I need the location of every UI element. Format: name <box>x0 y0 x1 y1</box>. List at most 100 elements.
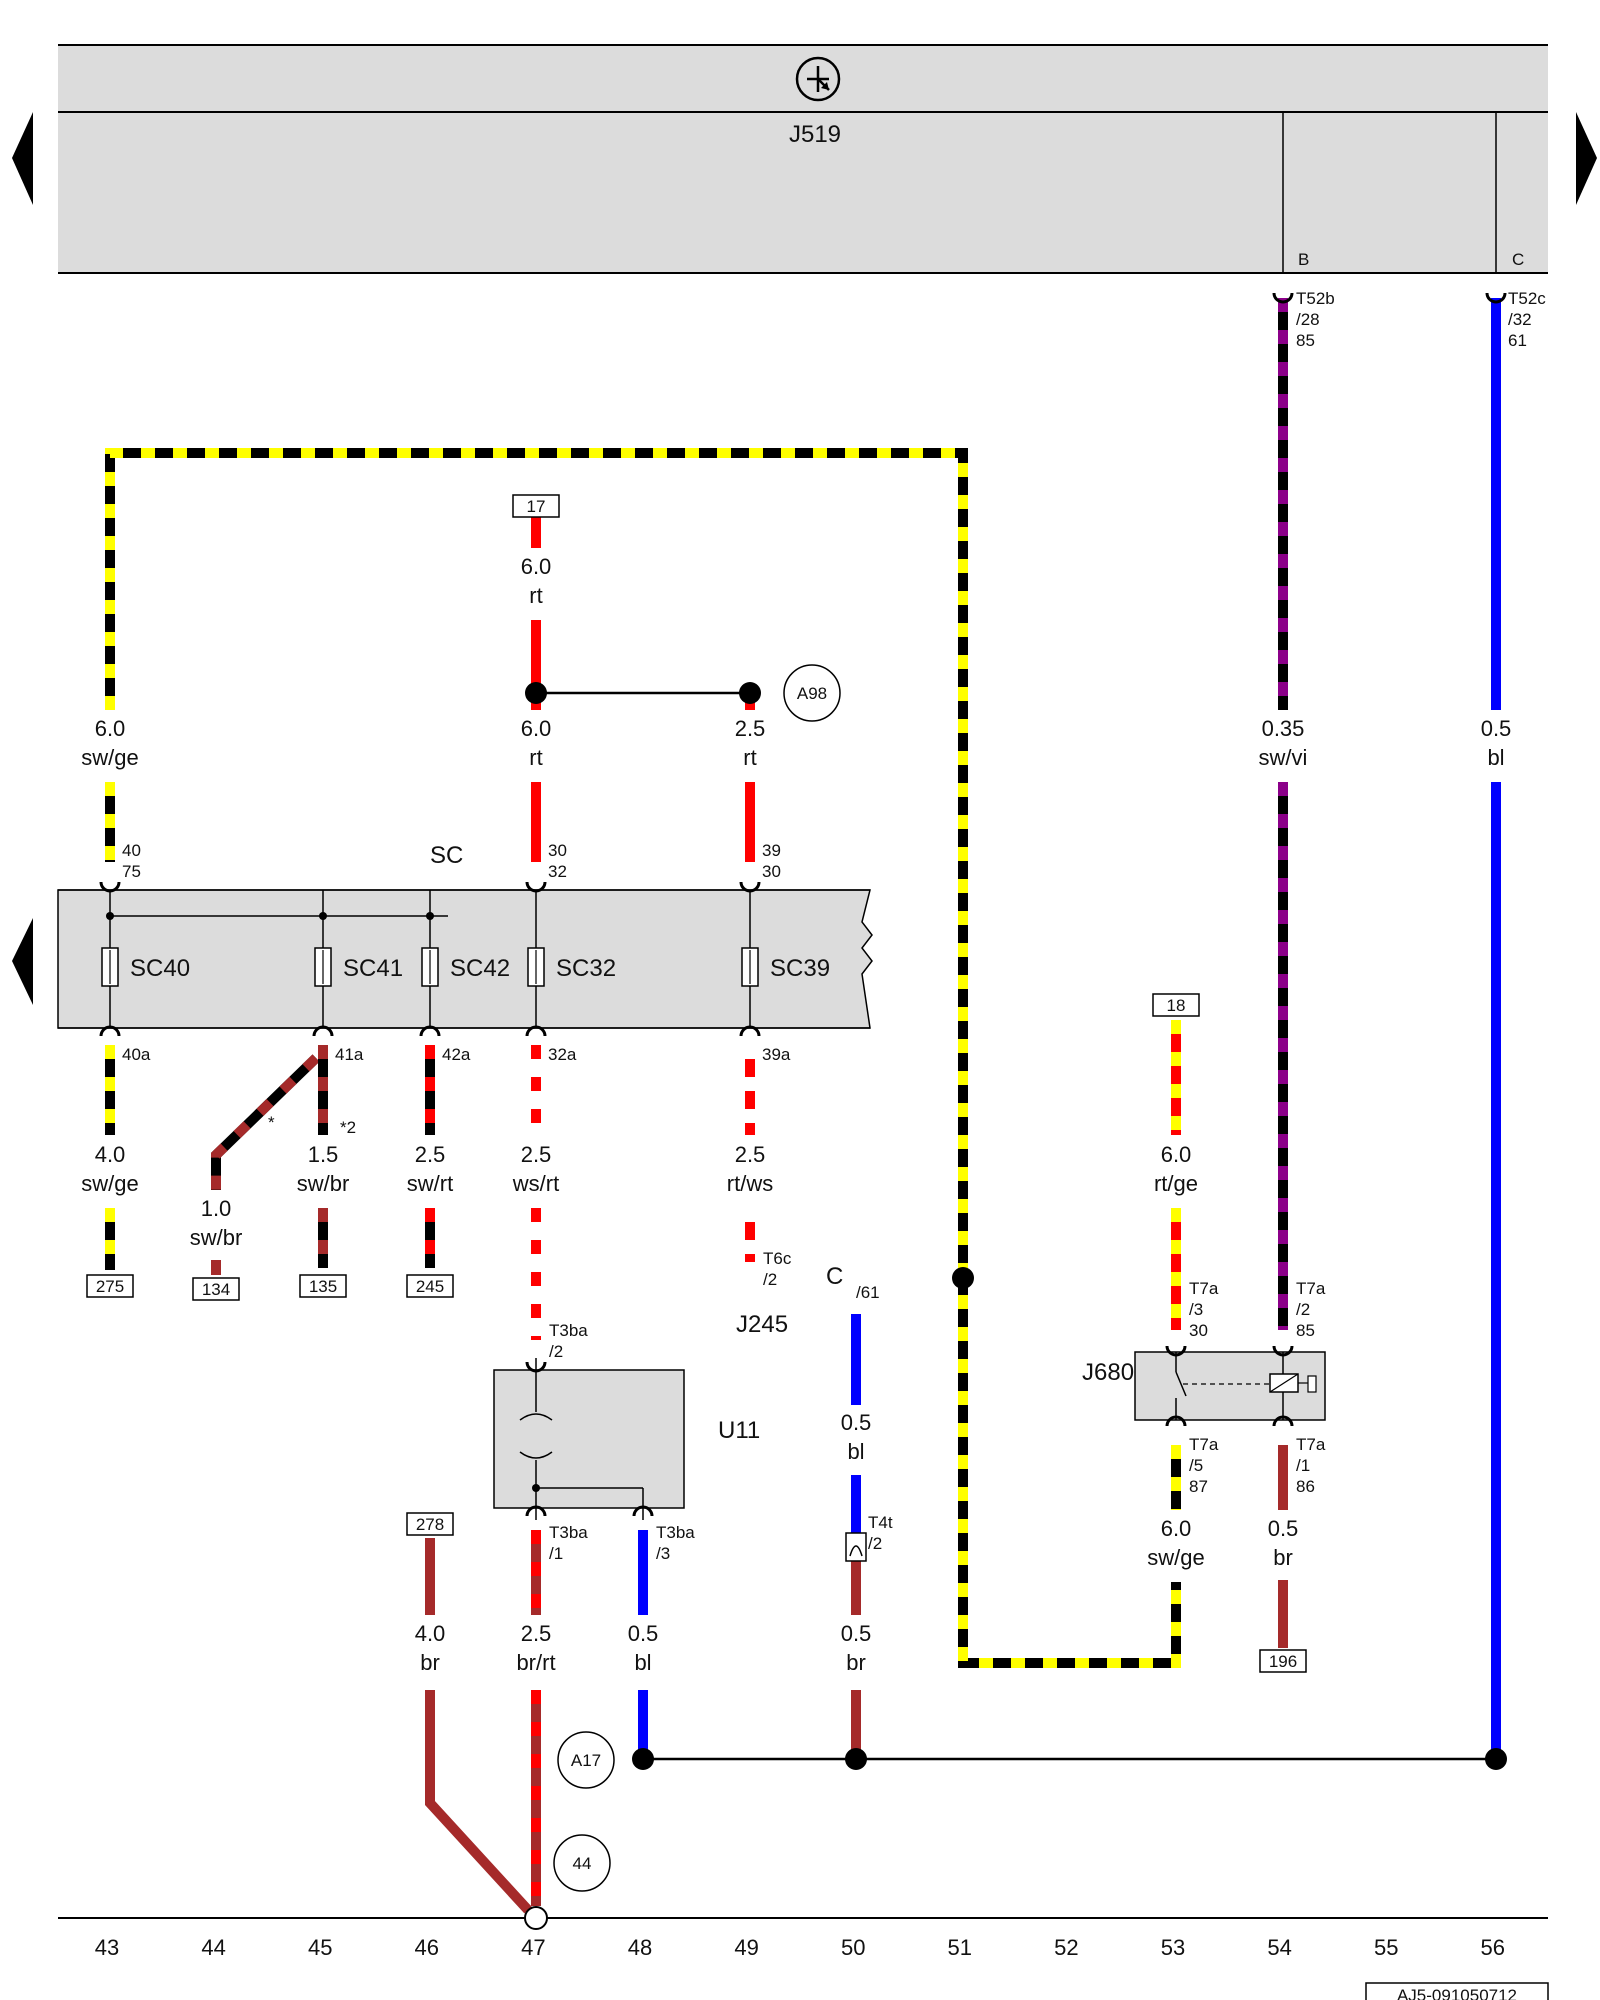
fuse-sc40: SC40 <box>101 890 190 1028</box>
junction-dot <box>525 682 547 704</box>
svg-text:30: 30 <box>1189 1321 1208 1340</box>
terminal-icon <box>1485 292 1507 304</box>
terminal-icon <box>525 1505 547 1517</box>
j245-label: J245 <box>736 1311 788 1338</box>
junction-dot <box>1485 1748 1507 1770</box>
j519-label: J519 <box>789 121 841 148</box>
svg-text:86: 86 <box>1296 1477 1315 1496</box>
svg-text:42a: 42a <box>442 1045 471 1064</box>
fuse-output-terminal: 32a <box>548 1045 577 1064</box>
svg-text:/1: /1 <box>1296 1456 1310 1475</box>
wire-color: sw/ge <box>1147 1545 1204 1570</box>
wire-gauge: 0.35 <box>1262 716 1305 741</box>
wire-gauge: 0.5 <box>1481 716 1512 741</box>
page-ref-box_18[interactable]: 18 <box>1152 993 1200 1017</box>
svg-text:39: 39 <box>762 841 781 860</box>
connector-t7a-1: T7a/1 86 <box>1296 1435 1326 1496</box>
fuse-box-label: SC <box>430 842 463 869</box>
j519-pin-b: B <box>1298 250 1309 269</box>
wire-gauge: 0.5 <box>841 1410 872 1435</box>
column-number: 46 <box>415 1935 439 1960</box>
svg-text:40a: 40a <box>122 1045 151 1064</box>
junction-dot <box>632 1748 654 1770</box>
connector-t7a-2: T7a/285 <box>1296 1279 1326 1340</box>
svg-text:T7a: T7a <box>1296 1435 1326 1454</box>
wire-gauge: 2.5 <box>735 1142 766 1167</box>
wire-label-w_41a_b: 1.5sw/br <box>297 1142 350 1196</box>
wire-color: rt/ge <box>1154 1171 1198 1196</box>
terminal-icon <box>1272 1415 1294 1427</box>
page-ref-box_196[interactable]: 196 <box>1259 1649 1307 1673</box>
column-number: 43 <box>95 1935 119 1960</box>
previous-page-arrow[interactable] <box>12 112 33 205</box>
svg-text:T3ba: T3ba <box>656 1523 695 1542</box>
wire-gauge: 4.0 <box>95 1142 126 1167</box>
wire-color: br/rt <box>516 1650 555 1675</box>
wire-swge-loop <box>105 448 1181 1668</box>
svg-text:278: 278 <box>416 1515 444 1534</box>
svg-text:135: 135 <box>309 1277 337 1296</box>
terminal-icon <box>1165 1415 1187 1427</box>
svg-text:T7a: T7a <box>1296 1279 1326 1298</box>
connector-t6c: T6c/2 <box>763 1249 792 1289</box>
wire-gauge: 6.0 <box>1161 1516 1192 1541</box>
svg-text:39a: 39a <box>762 1045 791 1064</box>
fuse-sc42: SC42 <box>421 890 510 1028</box>
page-ref-box_135[interactable]: 135 <box>299 1274 347 1298</box>
terminal-icon <box>632 1505 654 1517</box>
wire-gauge: 2.5 <box>521 1621 552 1646</box>
wire-label-w_rt_main: 6.0rt <box>521 716 552 770</box>
wire-gauge: 2.5 <box>735 716 766 741</box>
fuse-output-terminal: 39a <box>762 1045 791 1064</box>
wire-color: sw/vi <box>1259 745 1308 770</box>
column-number: 45 <box>308 1935 332 1960</box>
fusebox-continued-arrow[interactable] <box>12 918 33 1005</box>
page-ref-box_275[interactable]: 275 <box>86 1274 134 1298</box>
svg-text:/1: /1 <box>549 1544 563 1563</box>
wire-gauge: 6.0 <box>521 554 552 579</box>
svg-text:T7a: T7a <box>1189 1279 1219 1298</box>
junction-dot <box>739 682 761 704</box>
svg-text:41a: 41a <box>335 1045 364 1064</box>
ground-point-a17: A17 <box>557 1731 615 1789</box>
page-ref-box_245[interactable]: 245 <box>406 1274 454 1298</box>
column-number: 53 <box>1161 1935 1185 1960</box>
fuse-sc41: SC41 <box>314 890 403 1028</box>
wire-color: sw/br <box>297 1171 350 1196</box>
wire-label-w_swge_in: 6.0sw/ge <box>81 716 138 770</box>
column-number: 50 <box>841 1935 865 1960</box>
wire-gauge: 0.5 <box>841 1621 872 1646</box>
page-ref-box_134[interactable]: 134 <box>192 1277 240 1301</box>
svg-text:A98: A98 <box>797 684 827 703</box>
fuse-box-sc: SC <box>57 842 873 1029</box>
svg-text:85: 85 <box>1296 1321 1315 1340</box>
wire-color: rt <box>743 745 756 770</box>
svg-text:/2: /2 <box>868 1534 882 1553</box>
wire-color: bl <box>847 1439 864 1464</box>
svg-text:44: 44 <box>573 1854 592 1873</box>
wire-label-w_br_86: 0.5br <box>1268 1516 1299 1570</box>
column-number: 52 <box>1054 1935 1078 1960</box>
page-ref-box_278[interactable]: 278 <box>406 1512 454 1536</box>
wire-label-w_32a: 2.5ws/rt <box>512 1142 559 1196</box>
svg-text:85: 85 <box>1296 331 1315 350</box>
terminal-icon <box>99 1025 121 1037</box>
ground-point-a98: A98 <box>783 664 841 722</box>
svg-text:32a: 32a <box>548 1045 577 1064</box>
terminal-icon <box>419 1025 441 1037</box>
svg-text:30: 30 <box>548 841 567 860</box>
column-number: 47 <box>521 1935 545 1960</box>
wire-br-278b <box>425 1690 532 1914</box>
wire-gauge: 2.5 <box>415 1142 446 1167</box>
wire-gauge: 0.5 <box>1268 1516 1299 1541</box>
column-number: 51 <box>948 1935 972 1960</box>
connector-t3ba-2: T3ba/2 <box>549 1321 588 1361</box>
fuse-label: SC39 <box>770 955 830 982</box>
wire-color: br <box>420 1650 440 1675</box>
next-page-arrow[interactable] <box>1576 112 1597 205</box>
page-ref-box_17[interactable]: 17 <box>512 494 560 518</box>
connector-t3ba-1: T3ba/1 <box>549 1523 588 1563</box>
